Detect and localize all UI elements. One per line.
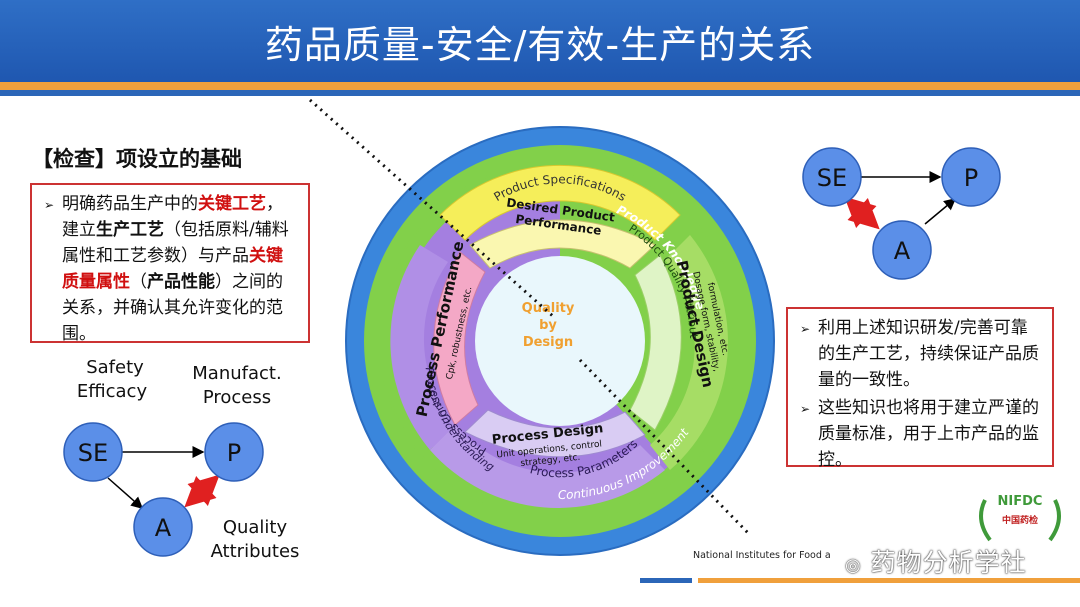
label-safety: Safety <box>86 357 144 378</box>
wechat-icon: ◎ <box>845 555 862 576</box>
left-bullet-segment: （ <box>130 272 147 292</box>
ring-green-line <box>379 160 741 522</box>
edge-se-a-right <box>844 196 880 230</box>
triangle-left: SE P A <box>63 422 264 557</box>
watermark-text: 药物分析学社 <box>870 548 1027 577</box>
node-se-right <box>802 147 862 207</box>
bullet-arrow-icon: ➢ <box>800 322 811 336</box>
right-bullet-1-text: 利用上述知识研发/完善可靠的生产工艺，持续保证产品质量的一致性。 <box>818 318 1039 390</box>
node-a-left-label: A <box>155 514 172 542</box>
watermark: ◎ 药物分析学社 <box>845 543 1027 579</box>
arrow-product-design <box>629 254 682 431</box>
left-bullet-segment: （包括原料/辅料属性和工艺参数）与产品 <box>62 220 289 266</box>
right-bullet-2-text: 这些知识也将用于建立严谨的质量标准，用于上市产品的监控。 <box>818 398 1039 470</box>
node-a-left <box>133 497 193 557</box>
left-bullet-segment: 关键工艺 <box>198 194 266 214</box>
footer-bar-blue <box>640 578 692 583</box>
ring-yellow <box>439 164 681 241</box>
logo-leaf-left <box>979 499 992 542</box>
node-p-left-label: P <box>227 439 241 467</box>
qbd-wheel <box>345 126 775 556</box>
center-by: by <box>539 318 557 333</box>
node-p-right <box>941 147 1001 207</box>
node-a-right-label: A <box>894 237 911 265</box>
right-bullet-1: ➢ 利用上述知识研发/完善可靠的生产工艺，持续保证产品质量的一致性。 <box>788 309 1052 393</box>
footer-bar-orange <box>698 578 1080 583</box>
logo-leaf-right <box>1048 499 1061 542</box>
node-se-left-label: SE <box>78 439 108 467</box>
node-a-right <box>872 220 932 280</box>
center-circle <box>475 256 645 426</box>
orange-stripe <box>0 82 1080 90</box>
label-manufact: Manufact. <box>192 363 282 384</box>
blue-stripe <box>0 90 1080 96</box>
edge-a-p-left <box>184 474 220 508</box>
logo-text: NIFDC <box>998 494 1043 509</box>
ring-light-green <box>650 235 728 470</box>
triangle-right: SE P A <box>802 147 1001 280</box>
left-bullet-text: 明确药品生产中的关键工艺，建立生产工艺（包括原料/辅料属性和工艺参数）与产品关键… <box>62 191 298 347</box>
ring-violet <box>430 425 665 508</box>
center-quality: Quality <box>522 301 575 316</box>
arrow-process-performance <box>433 251 486 426</box>
edge-se-a-left <box>107 477 144 509</box>
dotted-line-lower <box>578 358 752 537</box>
left-heading: 【检查】项设立的基础 <box>32 147 242 171</box>
slide-title: 药品质量-安全/有效-生产的关系 <box>264 23 816 67</box>
ring-left-purple <box>390 245 455 450</box>
logo-sub: 中国药检 <box>1002 514 1038 526</box>
bullet-arrow-icon: ➢ <box>44 198 55 212</box>
label-quality: Quality <box>222 517 288 538</box>
bullet-arrow-icon: ➢ <box>800 402 811 416</box>
nifdc-logo: NIFDC 中国药检 <box>979 494 1061 542</box>
left-bullet: ➢ 明确药品生产中的关键工艺，建立生产工艺（包括原料/辅料属性和工艺参数）与产品… <box>32 185 308 347</box>
node-p-left <box>204 422 264 482</box>
node-se-left <box>63 422 123 482</box>
footer-institute-text: National Institutes for Food a <box>693 550 831 561</box>
left-bullet-segment: 生产工艺 <box>96 220 164 240</box>
left-bullet-segment: 关键质量属性 <box>62 246 283 292</box>
left-text-box: ➢ 明确药品生产中的关键工艺，建立生产工艺（包括原料/辅料属性和工艺参数）与产品… <box>30 183 310 344</box>
left-bullet-segment: ）之间的关系，并确认其允许变化的范围。 <box>62 272 283 344</box>
dotted-line-upper <box>309 98 556 320</box>
left-bullet-segment: 明确药品生产中的 <box>62 194 198 214</box>
arrow-process-design <box>464 409 646 458</box>
right-bullet-2: ➢ 这些知识也将用于建立严谨的质量标准，用于上市产品的监控。 <box>788 393 1052 473</box>
center-design: Design <box>523 335 573 350</box>
edge-a-p-right <box>924 198 957 225</box>
label-process: Process <box>202 387 272 408</box>
left-bullet-segment: ，建立 <box>62 194 283 240</box>
title-bar <box>0 0 1080 82</box>
arrow-desired-performance <box>469 219 656 269</box>
label-efficacy: Efficacy <box>76 381 148 402</box>
right-text-box: ➢ 利用上述知识研发/完善可靠的生产工艺，持续保证产品质量的一致性。 ➢ 这些知… <box>786 307 1054 470</box>
node-p-right-label: P <box>964 164 978 192</box>
left-bullet-segment: 产品性能 <box>147 272 215 292</box>
label-attributes: Attributes <box>210 541 300 562</box>
node-se-right-label: SE <box>817 164 847 192</box>
